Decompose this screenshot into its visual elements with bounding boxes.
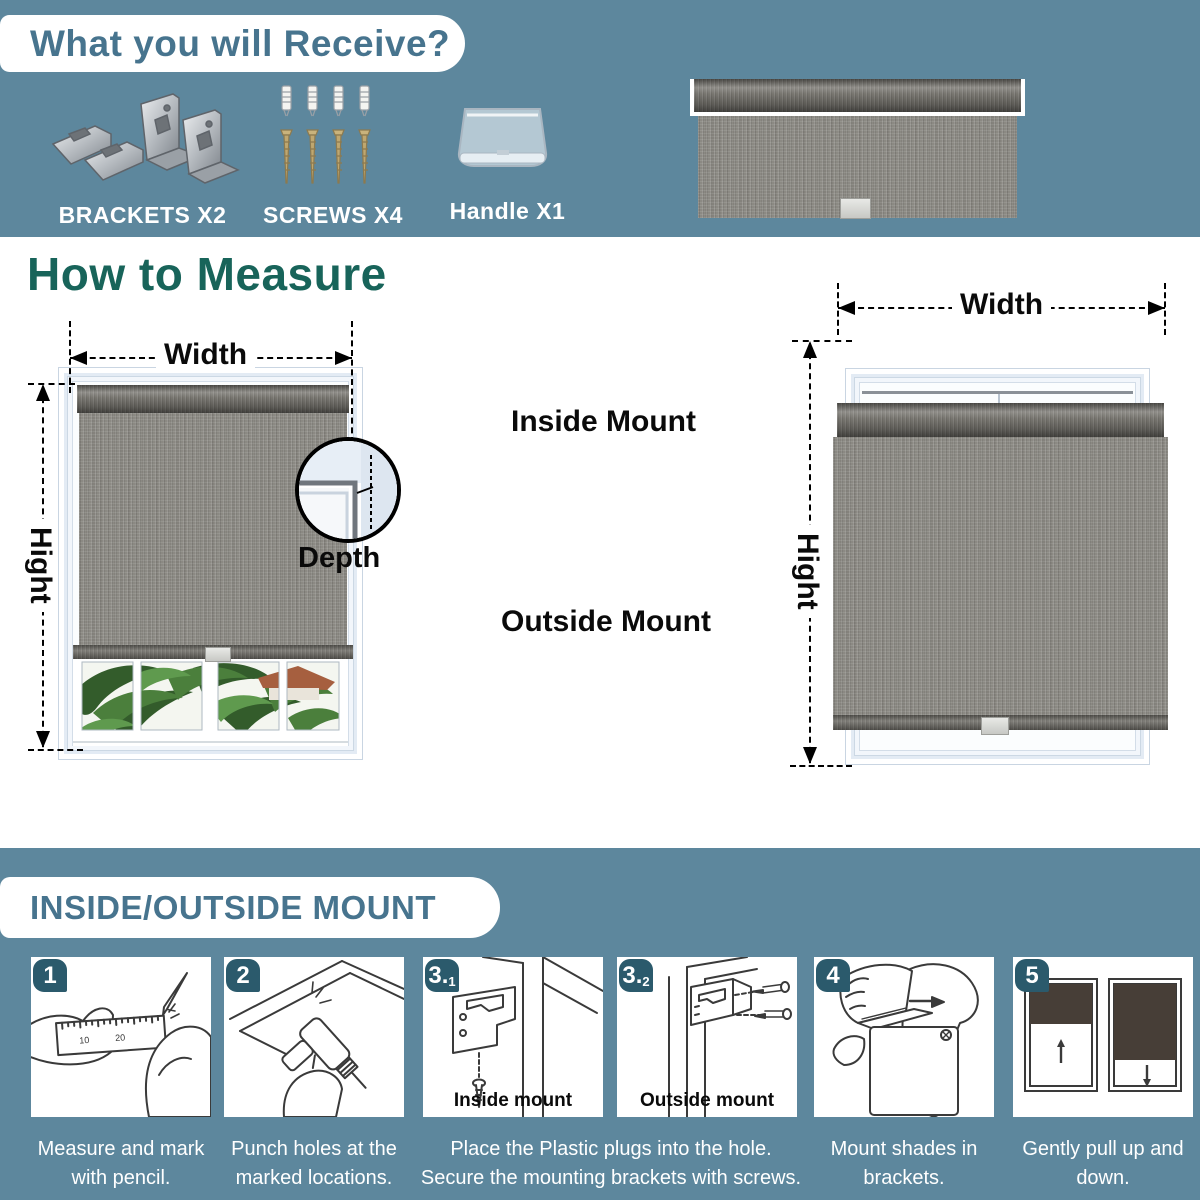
step-1-panel: 1 10 20	[31, 957, 211, 1117]
pull-shade-illustration	[1024, 978, 1182, 1092]
height-arrowhead-up-icon	[36, 384, 50, 401]
outside-shade-cassette	[828, 403, 1173, 437]
shade-fabric	[698, 116, 1017, 218]
step-3-2-badge: 3.2	[619, 959, 653, 992]
step-3-2-panel: 3.2	[617, 957, 797, 1117]
step-1-badge: 1	[33, 959, 67, 992]
inside-mount-window	[58, 367, 363, 760]
receive-banner: What you will Receive?	[0, 15, 465, 72]
window-sash-line	[862, 391, 1133, 394]
step-2-panel: 2	[224, 957, 404, 1117]
mount-shade-illustration	[832, 963, 979, 1117]
height-arrowhead-down-icon	[803, 747, 817, 764]
roller-shade-image	[690, 79, 1025, 220]
outside-mount-step-label: Outside mount	[639, 1090, 775, 1111]
height-tick-bottom	[790, 765, 852, 767]
handle-label: Handle X1	[449, 198, 566, 224]
step-5-panel: 5	[1013, 957, 1193, 1117]
height-arrowhead-down-icon	[36, 731, 50, 748]
inside-mount-step-label: Inside mount	[453, 1090, 573, 1111]
receive-section: What you will Receive?	[0, 0, 1200, 237]
depth-detail-circle	[295, 437, 401, 543]
step-4-panel: 4	[814, 957, 994, 1117]
inside-shade-fabric	[79, 413, 347, 645]
outside-shade-fabric	[833, 437, 1168, 715]
measure-title: How to Measure	[27, 248, 387, 300]
screws-image	[280, 85, 371, 184]
step-5-badge: 5	[1015, 959, 1049, 992]
drill-illustration	[229, 960, 404, 1117]
height-tick-top	[792, 340, 852, 342]
height-label: Hight	[790, 525, 824, 618]
brackets-image	[51, 93, 240, 184]
width-arrowhead-right-icon	[335, 351, 352, 365]
inside-mount-label: Inside Mount	[511, 405, 696, 438]
inside-bracket-illustration	[452, 957, 603, 1117]
outside-bracket-illustration	[668, 957, 792, 1117]
svg-text:20: 20	[115, 1032, 126, 1043]
install-section: INSIDE/OUTSIDE MOUNT 1 10 20	[0, 848, 1200, 1200]
height-label: Hight	[23, 519, 57, 612]
shade-cassette	[690, 79, 1025, 116]
height-tick-top	[28, 383, 75, 385]
width-tick-right	[1164, 283, 1166, 335]
step-3-1-badge: 3.1	[425, 959, 459, 992]
height-tick-bottom	[28, 749, 83, 751]
outside-shade-pull-tab	[981, 717, 1009, 735]
svg-text:10: 10	[79, 1035, 90, 1046]
width-label: Width	[156, 338, 256, 372]
measure-section: How to Measure	[0, 237, 1200, 848]
width-arrowhead-left-icon	[838, 301, 855, 315]
depth-detail-drawing	[299, 441, 397, 539]
width-arrowhead-left-icon	[70, 351, 87, 365]
install-title: INSIDE/OUTSIDE MOUNT	[30, 888, 437, 926]
step-4-badge: 4	[816, 959, 850, 992]
window-panes-foliage	[73, 658, 348, 746]
outside-shade	[828, 403, 1173, 737]
step-3-caption: Place the Plastic plugs into the hole.Se…	[420, 1138, 802, 1189]
brackets-label: BRACKETS X2	[58, 202, 227, 228]
width-tick-right	[351, 321, 353, 443]
inside-shade-cassette	[73, 385, 353, 413]
handle-image	[457, 108, 548, 167]
step-3-1-panel: 3.1	[423, 957, 603, 1117]
install-banner: INSIDE/OUTSIDE MOUNT	[0, 877, 500, 938]
width-label: Width	[952, 288, 1052, 322]
height-arrowhead-up-icon	[803, 341, 817, 358]
depth-label: Depth	[298, 542, 381, 574]
step-2-badge: 2	[226, 959, 260, 992]
measure-mark-illustration: 10 20	[31, 972, 211, 1117]
outside-mount-label: Outside Mount	[501, 605, 711, 638]
inside-shade-pull-tab	[205, 647, 231, 662]
receive-title: What you will Receive?	[30, 22, 451, 64]
shade-pull-tab	[840, 198, 871, 219]
width-arrowhead-right-icon	[1148, 301, 1165, 315]
screws-label: SCREWS X4	[263, 202, 403, 228]
